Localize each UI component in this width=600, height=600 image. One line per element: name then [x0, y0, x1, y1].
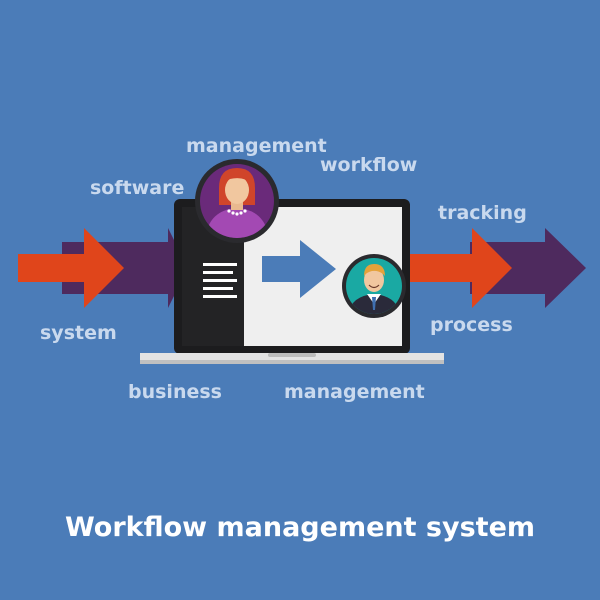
- right-arrow-icon: [262, 240, 336, 298]
- document-lines-icon: [203, 263, 237, 298]
- right-purple-arrow: [470, 228, 586, 308]
- left-orange-arrow: [18, 228, 124, 308]
- keyword-software: software: [90, 177, 185, 199]
- keyword-business: business: [128, 381, 222, 403]
- keyword-tracking: tracking: [438, 202, 527, 224]
- woman-avatar-icon: [195, 159, 279, 243]
- caption-title: Workflow management system: [64, 512, 536, 543]
- right-orange-arrow: [405, 228, 512, 308]
- keyword-system: system: [40, 322, 117, 344]
- keyword-management-bottom: management: [284, 381, 425, 403]
- right-arrows: [405, 228, 586, 308]
- man-avatar-icon: [342, 254, 406, 318]
- keyword-management: management: [186, 135, 327, 157]
- keyword-workflow: workflow: [320, 154, 418, 176]
- keyword-process: process: [430, 314, 513, 336]
- left-arrows: [18, 228, 188, 308]
